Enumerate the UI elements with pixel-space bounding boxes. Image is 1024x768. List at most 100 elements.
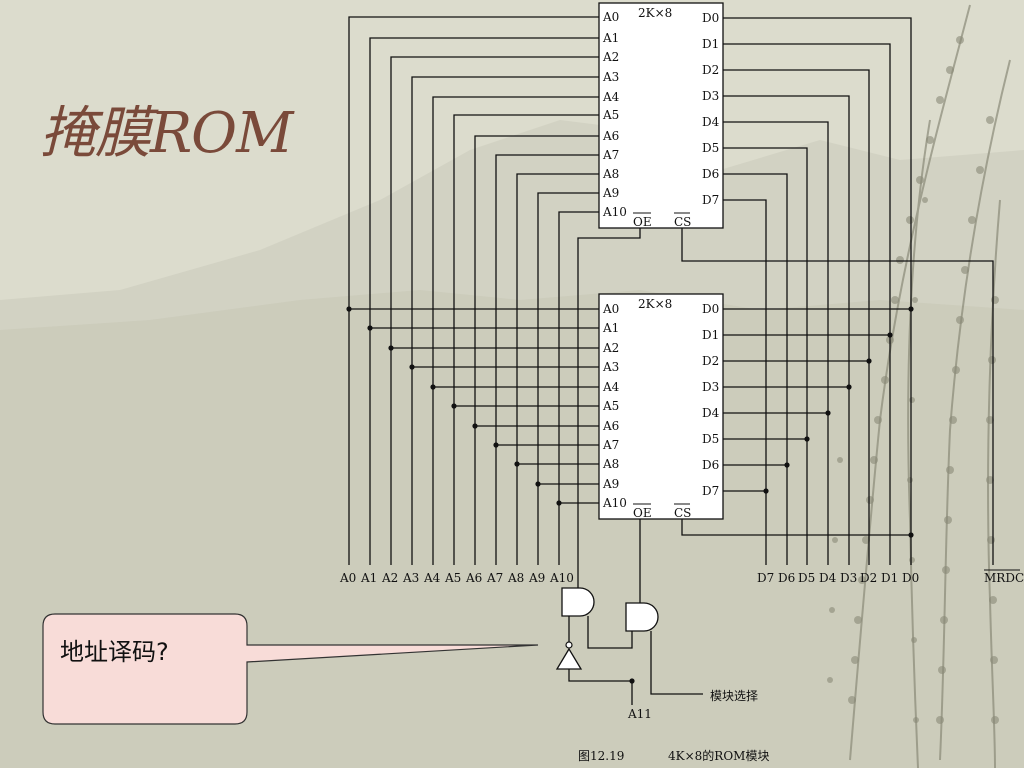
pin-label: D7 <box>702 193 719 207</box>
bus-label: A5 <box>444 571 461 585</box>
junction-dot <box>430 384 436 390</box>
pin-label: D3 <box>702 89 719 103</box>
a11-label: A11 <box>627 707 652 721</box>
pin-label: D4 <box>702 115 720 129</box>
junction-dot <box>629 678 635 684</box>
junction-dot <box>472 423 478 429</box>
data-wire-top <box>723 95 850 565</box>
pin-label: D5 <box>702 432 719 446</box>
bus-label: A1 <box>360 571 377 585</box>
oe-top-wire <box>577 228 641 588</box>
bus-label: A4 <box>423 571 441 585</box>
bus-label: A3 <box>402 571 419 585</box>
bus-label: D2 <box>860 571 877 585</box>
bus-label: A0 <box>339 571 356 585</box>
junction-dot <box>784 462 790 468</box>
chip-top-oe-label: OE <box>633 215 652 229</box>
data-wire-top <box>723 69 870 565</box>
junction-dot <box>535 481 541 487</box>
pin-label: D3 <box>702 380 719 394</box>
data-wire-top <box>723 147 808 565</box>
junction-dot <box>804 436 810 442</box>
chip-bottom-oe-label: OE <box>633 506 652 520</box>
junction-dot <box>556 500 562 506</box>
junction-dot <box>825 410 831 416</box>
pin-label: A10 <box>602 205 627 219</box>
pin-label: A3 <box>602 70 619 84</box>
junction-dot <box>514 461 520 467</box>
address-wire-top <box>516 173 599 565</box>
pin-label: D1 <box>702 328 719 342</box>
callout-text: 地址译码? <box>60 638 169 666</box>
pin-label: D2 <box>702 63 719 77</box>
bus-label: A8 <box>507 571 524 585</box>
pin-label: D4 <box>702 406 720 420</box>
pin-label: A1 <box>602 321 619 335</box>
bus-label: D5 <box>798 571 815 585</box>
mrdc-label: MRDC <box>984 571 1024 585</box>
inverter-bubble <box>565 641 573 649</box>
chip-bottom-cs-label: CS <box>674 506 691 520</box>
pin-label: D1 <box>702 37 719 51</box>
junction-dot <box>887 332 893 338</box>
address-wire-top <box>411 76 599 565</box>
module-select-wire <box>650 631 703 695</box>
pin-label: D0 <box>702 11 719 25</box>
bus-label: D4 <box>819 571 837 585</box>
bus-label: A6 <box>465 571 482 585</box>
address-wire-top <box>348 16 599 565</box>
bus-label: D3 <box>840 571 857 585</box>
gate-link <box>587 616 633 649</box>
pin-label: A6 <box>602 419 619 433</box>
bus-label: A9 <box>528 571 545 585</box>
pin-label: A2 <box>602 50 619 64</box>
figure-number: 图12.19 <box>578 749 624 763</box>
junction-dots <box>346 306 914 684</box>
address-wire-top <box>474 135 599 565</box>
address-wire-top <box>432 96 599 565</box>
pin-label: A2 <box>602 341 619 355</box>
inverter-triangle <box>555 647 583 670</box>
pin-label: A9 <box>602 186 619 200</box>
pin-label: A10 <box>602 496 627 510</box>
pin-label: A3 <box>602 360 619 374</box>
bus-label: D1 <box>881 571 898 585</box>
callout-bubble <box>42 613 539 725</box>
address-wire-top <box>390 56 599 565</box>
chip-top-cs-label: CS <box>674 215 691 229</box>
junction-dot <box>409 364 415 370</box>
data-wire-top <box>723 17 912 565</box>
bus-label: A10 <box>549 571 574 585</box>
junction-dot <box>846 384 852 390</box>
pin-label: A5 <box>602 108 619 122</box>
junction-dot <box>346 306 352 312</box>
chip-top <box>598 2 724 229</box>
pin-label: A7 <box>602 438 619 452</box>
junction-dot <box>908 532 914 538</box>
pin-label: D6 <box>702 458 719 472</box>
junction-dot <box>367 325 373 331</box>
pin-label: A8 <box>602 167 619 181</box>
pin-label: D5 <box>702 141 719 155</box>
data-wire-top <box>723 121 829 565</box>
cs-bottom-wire <box>681 519 911 536</box>
chip-top-name: 2K×8 <box>638 6 672 20</box>
a11-wire <box>568 669 633 705</box>
junction-dot <box>763 488 769 494</box>
pin-label: A1 <box>602 31 619 45</box>
pin-label: A0 <box>602 302 619 316</box>
pin-label: D0 <box>702 302 719 316</box>
data-wire-top <box>723 199 767 565</box>
pin-label: A5 <box>602 399 619 413</box>
bus-label: D7 <box>757 571 774 585</box>
pin-label: A7 <box>602 148 619 162</box>
address-wire-top <box>495 154 599 565</box>
junction-dot <box>908 306 914 312</box>
